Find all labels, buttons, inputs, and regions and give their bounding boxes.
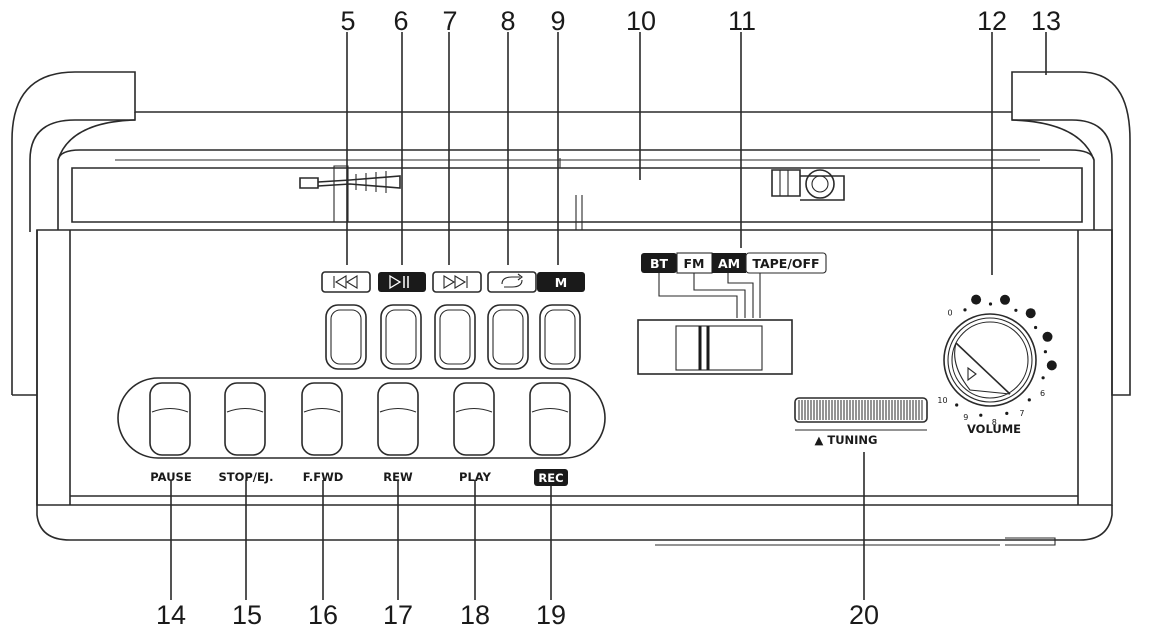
selector-bt: BT xyxy=(650,256,669,271)
selector-slider-knob[interactable] xyxy=(675,325,763,371)
volume-scale-number: 0 xyxy=(948,309,953,318)
volume-mark xyxy=(971,294,982,305)
top-keycaps xyxy=(325,304,581,370)
top-button-row: M xyxy=(321,271,585,293)
selector-slider-track xyxy=(637,319,793,375)
callout-6: 6 xyxy=(393,6,408,36)
rec-badge xyxy=(534,469,568,486)
selector-am: AM xyxy=(718,256,740,271)
volume-scale-number: 8 xyxy=(992,418,997,427)
volume-knob[interactable]: 0 1 2 3 4 5 6 7 8 9 10 xyxy=(937,294,1057,427)
callout-20: 20 xyxy=(849,600,879,630)
volume-dot xyxy=(1043,350,1047,354)
callout-5: 5 xyxy=(340,6,355,36)
record-label: REC xyxy=(538,471,563,485)
callout-12: 12 xyxy=(977,6,1007,36)
callout-14: 14 xyxy=(156,600,186,630)
volume-mark xyxy=(1000,294,1010,305)
volume-scale-number: 6 xyxy=(1040,389,1045,398)
volume-dot xyxy=(1027,398,1031,402)
volume-scale-number: 2 xyxy=(1002,296,1007,305)
volume-scale-number: 1 xyxy=(974,296,979,305)
volume-scale-number: 5 xyxy=(1049,361,1054,370)
volume-scale-number: 4 xyxy=(1045,333,1050,342)
callout-leaders xyxy=(170,32,1047,600)
repeat-button-face[interactable] xyxy=(487,271,537,293)
skip-forward-icon xyxy=(443,275,468,289)
volume-scale-number: 10 xyxy=(937,396,947,405)
callout-9: 9 xyxy=(550,6,565,36)
volume-mark xyxy=(1025,308,1036,319)
selector-fm: FM xyxy=(684,256,705,271)
tape-keys xyxy=(149,382,571,456)
volume-scale-number: 7 xyxy=(1019,409,1024,418)
volume-dot xyxy=(963,308,967,312)
fast-forward-label: F.FWD xyxy=(303,470,344,484)
volume-dot xyxy=(1014,308,1018,312)
volume-scale-number: 3 xyxy=(1028,309,1033,318)
volume-dot xyxy=(979,413,983,417)
telescopic-antenna xyxy=(299,165,845,223)
callout-17: 17 xyxy=(383,600,413,630)
volume-dot xyxy=(988,302,993,306)
mode-button-face[interactable] xyxy=(537,272,585,292)
volume-dot xyxy=(1034,325,1038,330)
callout-10: 10 xyxy=(626,6,656,36)
volume-mark xyxy=(1046,360,1057,371)
tuning-label: ▲ TUNING xyxy=(815,433,878,447)
tape-button-tray xyxy=(117,377,606,459)
top-shell xyxy=(57,149,1095,231)
skip-back-icon xyxy=(333,275,358,289)
play-label: PLAY xyxy=(459,470,492,484)
play-pause-button-face[interactable] xyxy=(378,272,426,292)
tuning-wheel[interactable] xyxy=(794,397,928,431)
callout-15: 15 xyxy=(232,600,262,630)
callout-13: 13 xyxy=(1031,6,1061,36)
callout-19: 19 xyxy=(536,600,566,630)
prev-track-button-face[interactable] xyxy=(321,271,371,293)
callout-11: 11 xyxy=(728,6,756,36)
callout-18: 18 xyxy=(460,600,490,630)
pause-label: PAUSE xyxy=(150,470,192,484)
callout-8: 8 xyxy=(500,6,515,36)
next-track-button-face[interactable] xyxy=(432,271,482,293)
selector-tape-off: TAPE/OFF xyxy=(752,256,819,271)
callout-16: 16 xyxy=(308,600,338,630)
mode-label: M xyxy=(555,275,567,290)
volume-dot xyxy=(1041,376,1045,380)
volume-mark xyxy=(1042,331,1053,342)
volume-dot xyxy=(1005,411,1009,415)
repeat-icon xyxy=(501,276,523,288)
volume-dot xyxy=(955,403,959,407)
volume-label: VOLUME xyxy=(967,422,1021,436)
main-body xyxy=(36,229,1113,546)
stop-eject-label: STOP/EJ. xyxy=(218,470,273,484)
play-pause-icon xyxy=(389,274,402,290)
function-selector: BT FM AM TAPE/OFF xyxy=(637,252,827,375)
carrying-handle xyxy=(11,71,1131,396)
rewind-label: REW xyxy=(383,470,413,484)
callout-7: 7 xyxy=(442,6,457,36)
volume-scale-number: 9 xyxy=(963,413,968,422)
